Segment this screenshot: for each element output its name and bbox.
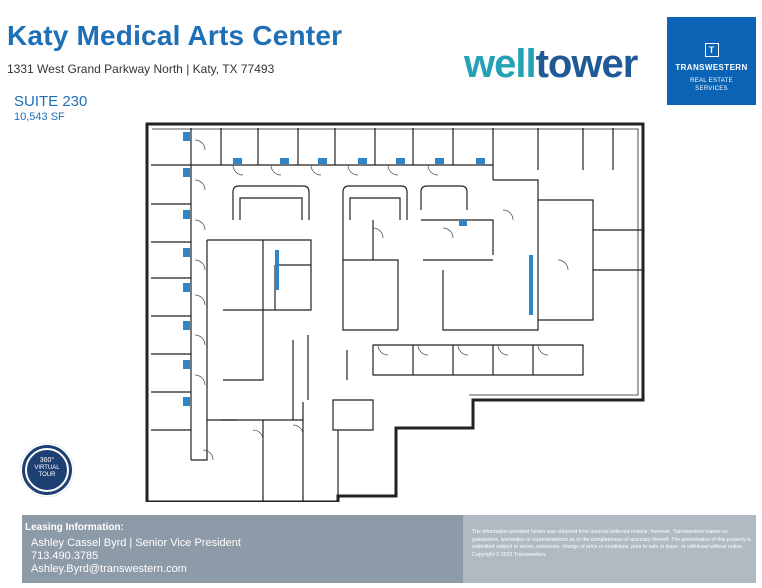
- floor-plan: [145, 122, 645, 502]
- tour-360-icon: [25, 448, 69, 492]
- tour-label-virtual: VIRTUAL: [34, 465, 60, 471]
- contact-email[interactable]: Ashley.Byrd@transwestern.com: [31, 563, 187, 575]
- tour-label-tour: TOUR: [38, 472, 56, 478]
- property-address: 1331 West Grand Parkway North | Katy, TX…: [7, 62, 275, 76]
- transwestern-subtitle: REAL ESTATE SERVICES: [667, 77, 756, 93]
- copyright: Copyright © 2023 Transwestern.: [472, 551, 547, 558]
- disclaimer-panel: The information provided herein was obta…: [463, 515, 756, 583]
- disclaimer-body: The information provided herein was obta…: [472, 529, 752, 551]
- transwestern-sub1: REAL ESTATE: [690, 78, 733, 84]
- contact-phone[interactable]: 713.490.3785: [31, 550, 99, 562]
- suite-size: 10,543 SF: [14, 111, 65, 123]
- transwestern-name: TRANSWESTERN: [675, 63, 748, 72]
- welltower-logo-part1: well: [464, 42, 537, 86]
- welltower-logo: welltower: [464, 42, 639, 86]
- suite-name: SUITE 230: [14, 93, 88, 110]
- contact-name: Ashley Cassel Byrd | Senior Vice Preside…: [31, 537, 241, 549]
- virtual-tour-badge[interactable]: 360° VIRTUAL TOUR: [20, 443, 74, 497]
- leasing-info: Leasing Information: Ashley Cassel Byrd …: [22, 515, 463, 583]
- property-title: Katy Medical Arts Center: [7, 20, 343, 51]
- tour-label-360: 360°: [39, 457, 55, 464]
- leasing-heading: Leasing Information:: [25, 522, 124, 533]
- transwestern-mark-icon: T: [704, 43, 719, 57]
- footer: Leasing Information: Ashley Cassel Byrd …: [22, 515, 756, 583]
- transwestern-logo: T TRANSWESTERN REAL ESTATE SERVICES: [667, 17, 756, 105]
- welltower-logo-part2: tower: [535, 42, 639, 86]
- transwestern-sub2: SERVICES: [695, 86, 728, 92]
- disclaimer-text: The information provided herein was obta…: [472, 529, 752, 559]
